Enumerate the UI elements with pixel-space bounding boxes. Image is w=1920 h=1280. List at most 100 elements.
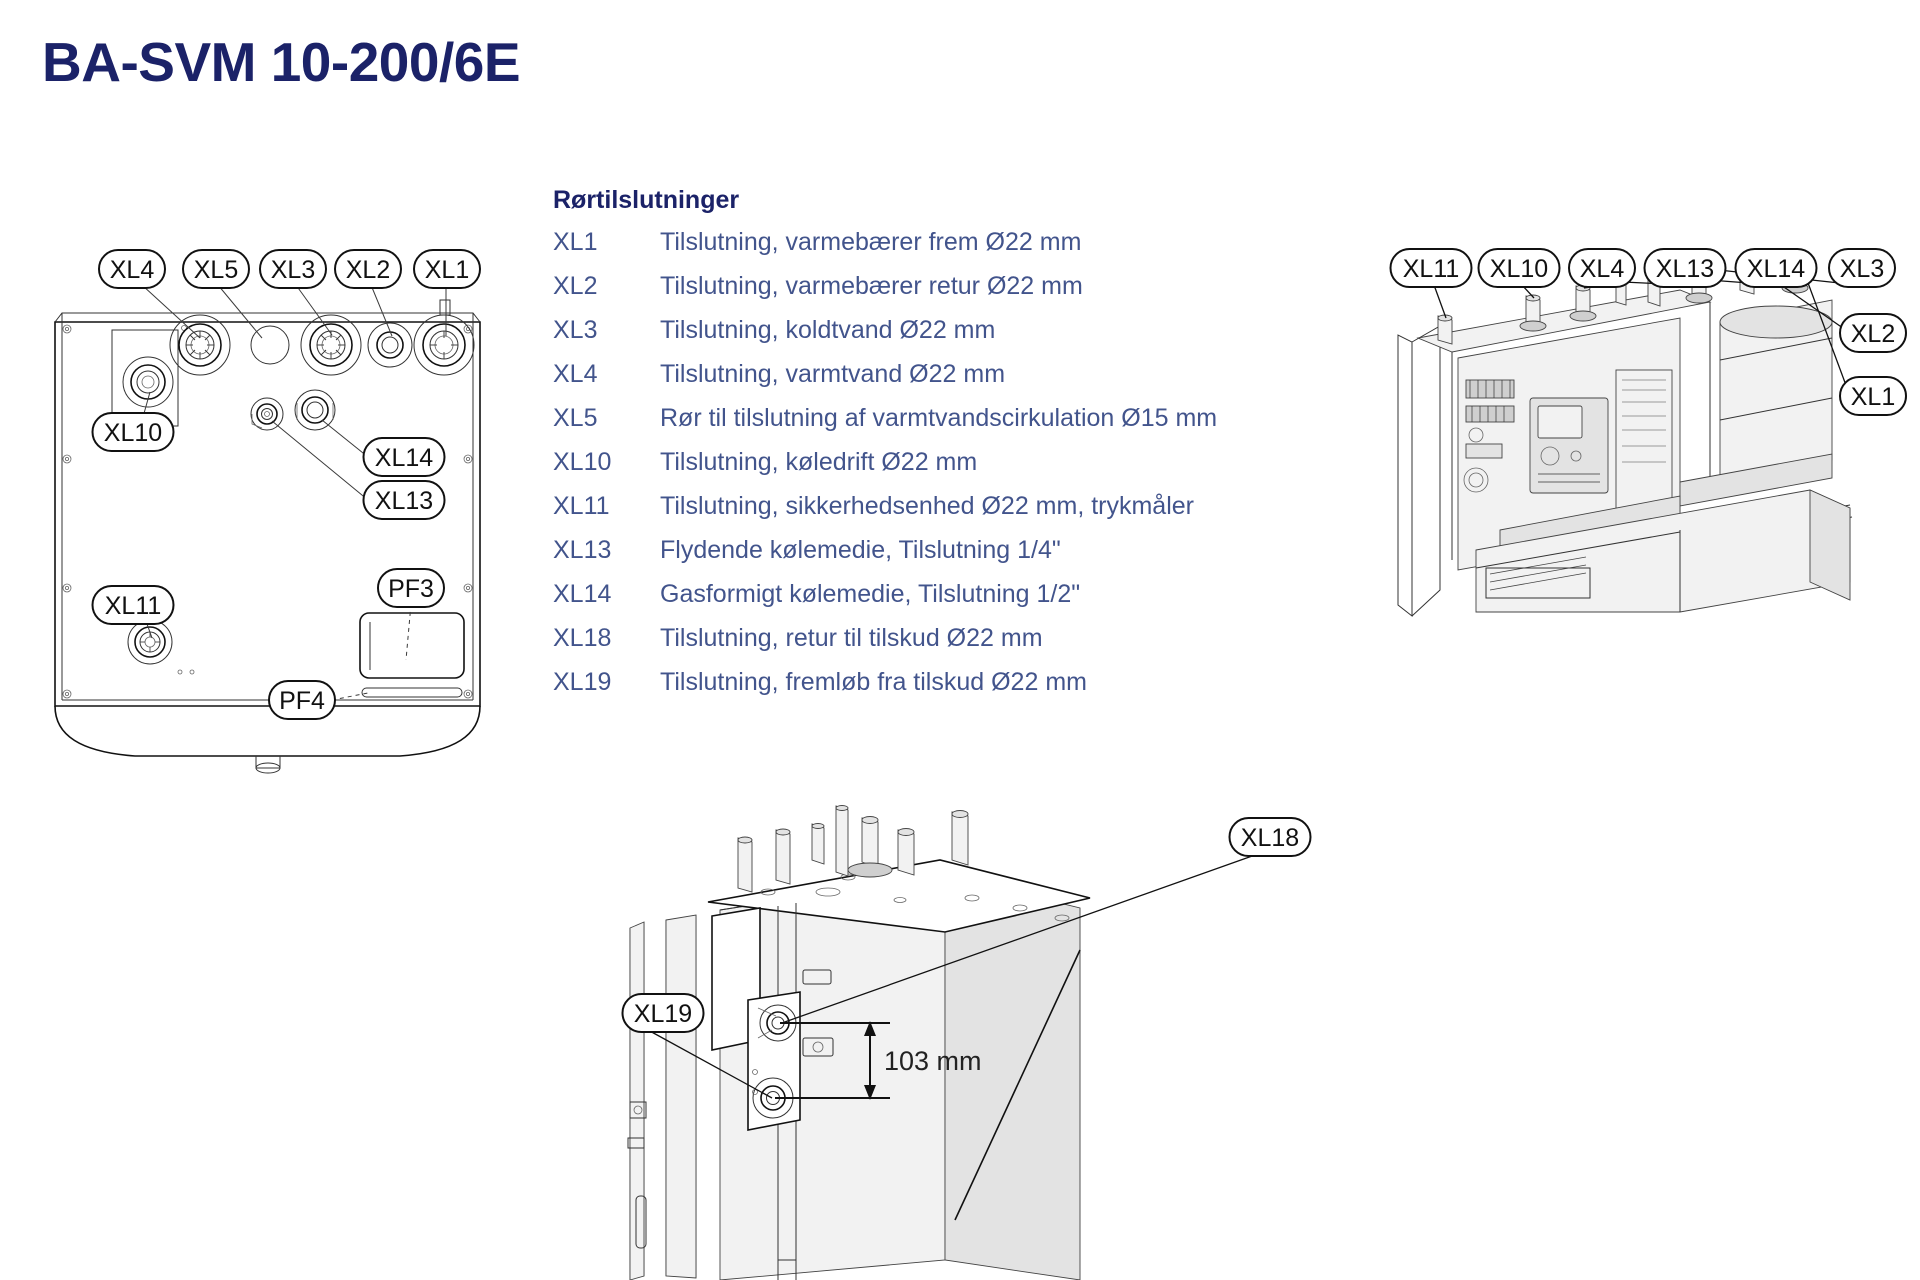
legend-row-code: XL1 — [553, 228, 598, 256]
callout-bubble — [91, 585, 175, 625]
legend-row: XL10 Tilslutning, køledrift Ø22 mm — [553, 448, 1393, 492]
callout-label: XL2 — [1851, 320, 1895, 348]
callout-bubble — [362, 480, 446, 520]
legend-row-code: XL2 — [553, 272, 598, 300]
callout-xl11: XL11 — [91, 585, 175, 625]
callout-bubble — [1734, 248, 1818, 288]
callout-label: XL14 — [375, 444, 433, 472]
legend-row: XL5 Rør til tilslutning af varmtvandscirk… — [553, 404, 1393, 448]
legend-row: XL11 Tilslutning, sikkerhedsenhed Ø22 mm,… — [553, 492, 1393, 536]
callout-bubble — [268, 680, 336, 720]
callout-bubble — [1389, 248, 1473, 288]
top-view-leaders — [141, 284, 447, 701]
callout-bubble — [91, 412, 175, 452]
callout-label: XL2 — [346, 256, 390, 284]
legend-row-description: Flydende kølemedie, Tilslutning 1/4" — [660, 536, 1061, 564]
cabinet-top-stubs — [737, 805, 969, 897]
legend-row-code: XL14 — [553, 580, 612, 608]
legend-row-description: Tilslutning, varmebærer frem Ø22 mm — [660, 228, 1082, 256]
callout-label: XL3 — [271, 256, 315, 284]
callout-bubble — [1568, 248, 1636, 288]
callout-pf3: PF3 — [377, 568, 445, 608]
callout-xl3: XL3 — [1828, 248, 1896, 288]
callout-label: PF3 — [388, 575, 434, 603]
callout-label: XL10 — [1490, 255, 1548, 283]
callout-xl1: XL1 — [413, 249, 481, 289]
legend-row-code: XL4 — [553, 360, 598, 388]
callout-xl3: XL3 — [259, 249, 327, 289]
legend-row-description: Tilslutning, fremløb fra tilskud Ø22 mm — [660, 668, 1087, 696]
callout-label: XL18 — [1241, 824, 1299, 852]
callout-bubble — [1228, 817, 1312, 857]
legend-row-code: XL10 — [553, 448, 612, 476]
callout-label: XL13 — [375, 487, 433, 515]
callout-bubble — [98, 249, 166, 289]
callout-label: XL1 — [425, 256, 469, 284]
legend-row-description: Tilslutning, varmebærer retur Ø22 mm — [660, 272, 1083, 300]
callout-bubble — [1839, 313, 1907, 353]
callout-pf4: PF4 — [268, 680, 336, 720]
legend-row-description: Tilslutning, varmtvand Ø22 mm — [660, 360, 1006, 388]
legend-row-code: XL11 — [553, 492, 610, 520]
legend-row-description: Tilslutning, køledrift Ø22 mm — [660, 448, 978, 476]
callout-bubble — [621, 993, 705, 1033]
callout-xl1: XL1 — [1839, 376, 1907, 416]
callout-label: PF4 — [279, 687, 325, 715]
callout-xl5: XL5 — [182, 249, 250, 289]
callout-xl13: XL13 — [362, 480, 446, 520]
callout-bubble — [182, 249, 250, 289]
legend-row: XL2 Tilslutning, varmebærer retur Ø22 mm — [553, 272, 1393, 316]
legend-row-description: Gasformigt kølemedie, Tilslutning 1/2" — [660, 580, 1081, 608]
callout-bubble — [413, 249, 481, 289]
callout-xl2: XL2 — [1839, 313, 1907, 353]
callout-bubble — [1839, 376, 1907, 416]
callout-bubble — [1828, 248, 1896, 288]
legend-row-description: Tilslutning, koldtvand Ø22 mm — [660, 316, 996, 344]
callout-label: XL11 — [1403, 255, 1460, 283]
callout-bubble — [1477, 248, 1561, 288]
page-title: BA-SVM 10-200/6E — [42, 31, 521, 93]
legend-row-code: XL3 — [553, 316, 598, 344]
callout-xl14: XL14 — [362, 437, 446, 477]
callout-bubble — [1643, 248, 1727, 288]
legend-row-code: XL5 — [553, 404, 598, 432]
callout-label: XL11 — [105, 592, 162, 620]
cabinet-rear-body — [627, 805, 1091, 1280]
callout-xl10: XL10 — [91, 412, 175, 452]
legend-row: XL1 Tilslutning, varmebærer frem Ø22 mm — [553, 228, 1393, 272]
callout-bubble — [377, 568, 445, 608]
callout-label: XL5 — [194, 256, 238, 284]
callout-xl10: XL10 — [1477, 248, 1561, 288]
callout-label: XL1 — [1851, 383, 1895, 411]
callout-label: XL4 — [110, 256, 155, 284]
callout-label: XL19 — [634, 1000, 692, 1028]
legend-row-description: Tilslutning, sikkerhedsenhed Ø22 mm, try… — [660, 492, 1194, 520]
legend-heading: Rørtilslutninger — [553, 186, 740, 214]
callout-bubble — [362, 437, 446, 477]
callout-bubble — [334, 249, 402, 289]
callout-bubble — [259, 249, 327, 289]
callout-xl14: XL14 — [1734, 248, 1818, 288]
dimension-label: 103 mm — [884, 1046, 982, 1076]
callout-xl4: XL4 — [98, 249, 166, 289]
legend-row-description: Tilslutning, retur til tilskud Ø22 mm — [660, 624, 1043, 652]
top-view-body — [54, 299, 481, 774]
cabinet-leaders — [647, 854, 1256, 1099]
callout-xl11: XL11 — [1389, 248, 1473, 288]
dimension-103mm: 103 mm — [775, 1021, 982, 1100]
machine-detail-body — [1397, 252, 1853, 618]
callout-label: XL3 — [1840, 255, 1884, 283]
callout-label: XL13 — [1656, 255, 1714, 283]
callout-xl18: XL18 — [1228, 817, 1312, 857]
legend-row-description: Rør til tilslutning af varmtvandscirkula… — [660, 404, 1218, 432]
